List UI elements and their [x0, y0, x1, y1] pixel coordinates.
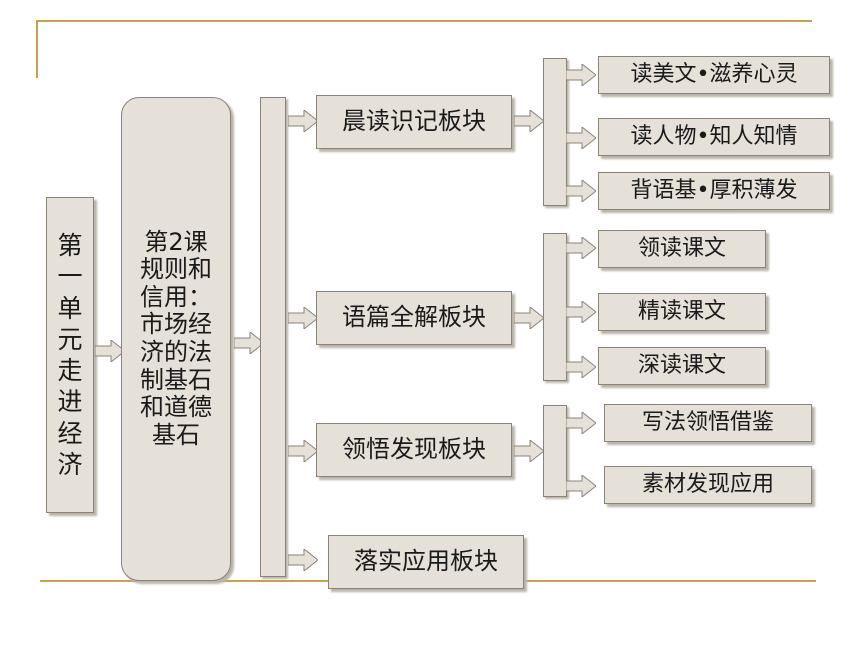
section-bracket: [260, 97, 286, 577]
item-3-1-box: 写法领悟借鉴: [604, 404, 812, 442]
item-2-1-box: 领读课文: [598, 230, 766, 268]
arrow-item-3-2: [566, 475, 596, 497]
arrow-to-section-3: [288, 440, 318, 462]
arrow-to-section-2: [288, 307, 318, 329]
section-2-box: 语篇全解板块: [316, 291, 512, 345]
arrow-section-2-to-items: [514, 307, 544, 329]
item-2-3-box: 深读课文: [598, 347, 766, 385]
item-1-3-box: 背语基•厚积薄发: [598, 172, 830, 210]
arrow-item-1-1: [566, 64, 596, 86]
arrow-item-2-3: [566, 356, 596, 378]
item-1-2-box: 读人物•知人知情: [598, 118, 830, 156]
arrow-item-1-2: [566, 127, 596, 149]
item-3-2-box: 素材发现应用: [604, 466, 812, 504]
arrow-section-1-to-items: [514, 110, 544, 132]
frame-top-line: [36, 20, 812, 22]
lesson-node: 第2课规则和信用：市场经济的法制基石和道德基石: [121, 97, 231, 581]
root-node: 第一单元走进经济: [46, 197, 94, 513]
sub-bracket-1: [543, 58, 567, 206]
arrow-item-2-1: [566, 237, 596, 259]
arrow-root-to-lesson: [95, 340, 125, 362]
arrow-item-1-3: [566, 180, 596, 202]
arrow-item-3-1: [566, 412, 596, 434]
sub-bracket-3: [543, 405, 567, 497]
section-4-box: 落实应用板块: [328, 535, 524, 589]
item-1-1-box: 读美文•滋养心灵: [598, 56, 830, 94]
arrow-item-2-2: [566, 301, 596, 323]
arrow-lesson-to-sections: [234, 332, 264, 354]
section-3-box: 领悟发现板块: [316, 423, 512, 477]
frame-left-line: [36, 20, 38, 78]
section-1-box: 晨读识记板块: [316, 95, 512, 149]
arrow-section-3-to-items: [514, 440, 544, 462]
item-2-2-box: 精读课文: [598, 293, 766, 331]
arrow-to-section-1: [288, 110, 318, 132]
arrow-to-section-4: [288, 549, 318, 571]
sub-bracket-2: [543, 233, 567, 381]
